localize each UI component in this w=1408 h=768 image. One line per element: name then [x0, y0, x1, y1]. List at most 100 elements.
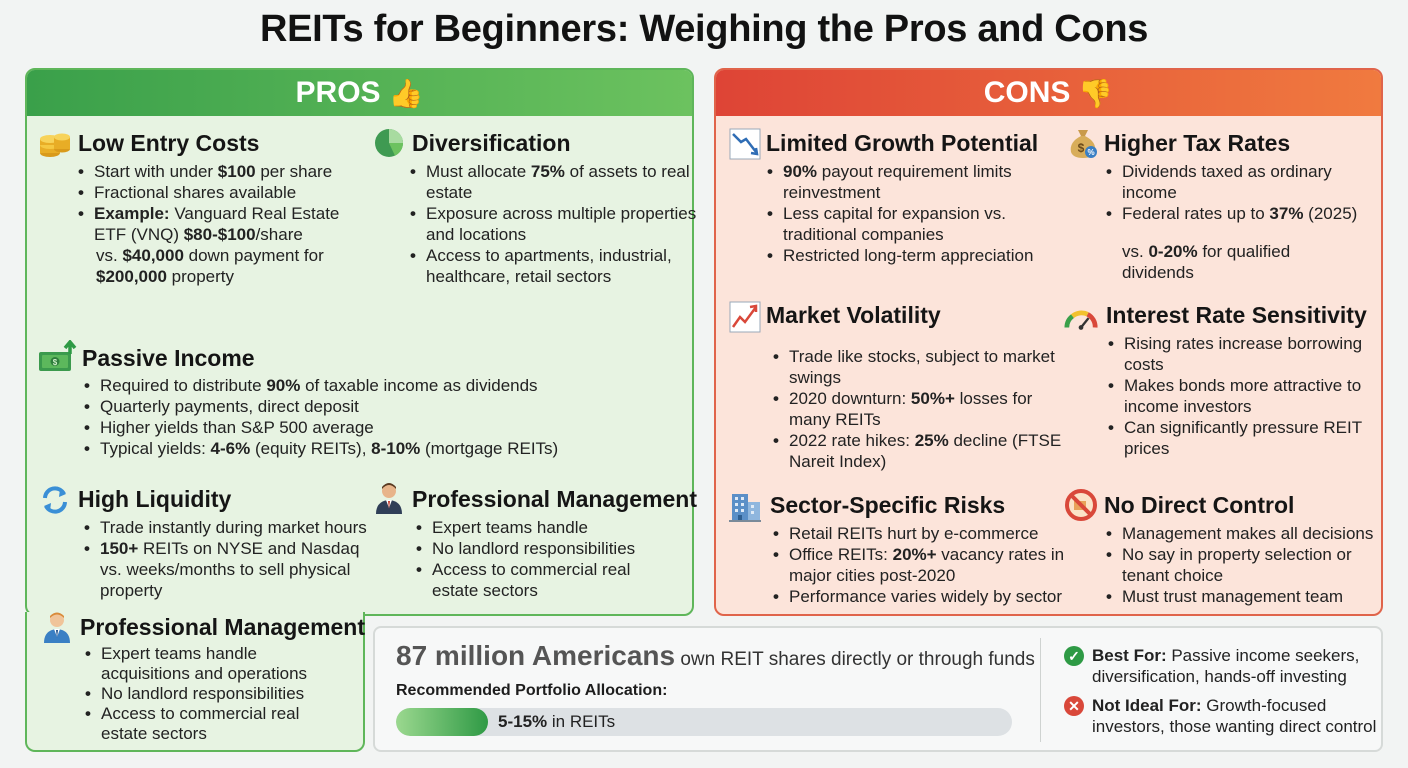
list-item-cont: swings: [789, 368, 841, 387]
list-item-cont: prices: [1124, 439, 1170, 458]
summary-divider: [1040, 638, 1041, 742]
list-item: Retail REITs hurt by e-commerce: [771, 523, 1071, 544]
money-bag-icon: $%: [1066, 126, 1100, 160]
list-item-cont: ETF (VNQ) $80-$100/share: [94, 225, 303, 244]
list-item: Exposure across multiple properties: [408, 203, 698, 224]
svg-text:%: %: [1087, 148, 1094, 157]
control-title: No Direct Control: [1104, 492, 1295, 518]
list-item-cont: many REITs: [789, 410, 881, 429]
list-item-cont: vs. $40,000 down payment for: [96, 246, 324, 265]
list-item: No landlord responsibilities: [83, 684, 353, 704]
list-item: 2022 rate hikes: 25% decline (FTSE: [771, 430, 1071, 451]
thumbs-down-icon: 👎: [1078, 77, 1114, 109]
pros-header: PROS 👍: [27, 70, 692, 116]
not-ideal-text: Not Ideal For: Growth-focused investors,…: [1092, 696, 1377, 736]
list-item: No say in property selection or: [1104, 544, 1379, 565]
list-item: Fractional shares available: [76, 182, 366, 203]
check-circle-icon: ✓: [1064, 646, 1084, 666]
interest-list: Rising rates increase borrowing costs Ma…: [1106, 333, 1376, 459]
list-item: 2020 downturn: 50%+ losses for: [771, 388, 1071, 409]
list-item: Expert teams handle: [414, 517, 684, 538]
businessman-icon: [372, 481, 406, 515]
pros-panel-extension: [25, 612, 365, 752]
tax-title: Higher Tax Rates: [1104, 130, 1291, 156]
list-item-cont: income: [1122, 183, 1177, 202]
list-item-cont: costs: [1124, 355, 1164, 374]
list-item-cont: Nareit Index): [789, 452, 887, 471]
list-item: Rising rates increase borrowing: [1106, 333, 1376, 354]
list-item-cont: and locations: [426, 225, 527, 244]
list-item-cont: tenant choice: [1122, 566, 1224, 585]
sector-list: Retail REITs hurt by e-commerce Office R…: [771, 523, 1071, 607]
list-item: Quarterly payments, direct deposit: [82, 396, 642, 417]
tax-list: Dividends taxed as ordinary income Feder…: [1104, 161, 1374, 283]
list-item: Must trust management team: [1104, 586, 1379, 607]
ownership-stat-text: own REIT shares directly or through fund…: [675, 649, 1035, 670]
professional-management-title-a: Professional Management: [412, 486, 698, 512]
sector-title: Sector-Specific Risks: [770, 492, 1006, 518]
allocation-bar-fill: [396, 708, 489, 736]
growth-title: Limited Growth Potential: [766, 130, 1039, 156]
prohibited-icon: [1064, 488, 1098, 522]
line-chart-icon: [728, 300, 762, 334]
diversification-list: Must allocate 75% of assets to real esta…: [408, 161, 698, 287]
gauge-icon: [1064, 302, 1098, 336]
list-item-cont: dividends: [1122, 263, 1194, 282]
list-item-cont: reinvestment: [783, 183, 881, 202]
list-item-cont: property: [100, 581, 163, 600]
list-item: Access to commercial real: [83, 704, 353, 724]
cons-header: CONS 👎: [716, 70, 1381, 116]
svg-text:$: $: [1078, 141, 1085, 155]
svg-text:$: $: [53, 358, 58, 367]
list-item: Start with under $100 per share: [76, 161, 366, 182]
coin-stack-icon: [38, 127, 72, 161]
list-item: Dividends taxed as ordinary: [1104, 161, 1374, 182]
passive-income-title: Passive Income: [82, 345, 255, 371]
list-item-cont: estate sectors: [432, 581, 538, 600]
volatility-title: Market Volatility: [766, 302, 941, 328]
list-item: Must allocate 75% of assets to real: [408, 161, 698, 182]
list-item: Federal rates up to 37% (2025): [1104, 203, 1374, 224]
money-up-icon: $: [38, 340, 78, 374]
list-item-cont: $200,000 property: [96, 267, 234, 286]
list-item-cont: acquisitions and operations: [101, 664, 308, 683]
liquidity-title: High Liquidity: [78, 486, 232, 512]
list-item-cont: major cities post-2020: [789, 566, 956, 585]
list-item: Access to apartments, industrial,: [408, 245, 698, 266]
list-item-cont: income investors: [1124, 397, 1252, 416]
declining-chart-icon: [728, 127, 762, 161]
list-item: Restricted long-term appreciation: [765, 245, 1065, 266]
liquidity-list: Trade instantly during market hours 150+…: [82, 517, 372, 601]
list-item: No landlord responsibilities: [414, 538, 684, 559]
cons-header-label: CONS: [983, 76, 1071, 109]
list-item-cont: vs. 0-20% for qualified: [1122, 242, 1291, 261]
diversification-title: Diversification: [412, 130, 571, 156]
list-item: Required to distribute 90% of taxable in…: [82, 375, 642, 396]
list-item: Management makes all decisions: [1104, 523, 1379, 544]
list-item-cont: healthcare, retail sectors: [426, 267, 612, 286]
pie-chart-icon: [372, 126, 406, 160]
low-entry-list: Start with under $100 per share Fraction…: [76, 161, 366, 287]
refresh-icon: [38, 483, 72, 517]
list-item: Example: Vanguard Real Estate: [76, 203, 366, 224]
pros-header-label: PROS: [295, 76, 381, 109]
list-item: Performance varies widely by sector: [771, 586, 1071, 607]
list-item: Typical yields: 4-6% (equity REITs), 8-1…: [82, 438, 642, 459]
list-item-cont: estate sectors: [101, 724, 207, 743]
list-item: Access to commercial real: [414, 559, 684, 580]
ownership-stat-number: 87 million Americans: [396, 640, 676, 671]
professional-management-list-b: Expert teams handle acquisitions and ope…: [83, 644, 353, 744]
ownership-stat: 87 million Americans own REIT shares dir…: [396, 640, 1035, 672]
allocation-value: 5-15% in REITs: [498, 712, 616, 731]
list-item: Expert teams handle: [83, 644, 353, 664]
page-title: REITs for Beginners: Weighing the Pros a…: [259, 8, 1149, 50]
low-entry-title: Low Entry Costs: [78, 130, 260, 156]
list-item: 90% payout requirement limits: [765, 161, 1065, 182]
list-item-cont: vs. weeks/months to sell physical: [100, 560, 351, 579]
volatility-list: Trade like stocks, subject to market swi…: [771, 346, 1071, 472]
best-for-text: Best For: Passive income seekers, divers…: [1092, 646, 1360, 686]
list-item: Makes bonds more attractive to: [1106, 375, 1376, 396]
list-item: Can significantly pressure REIT: [1106, 417, 1376, 438]
allocation-label: Recommended Portfolio Allocation:: [396, 682, 668, 699]
manager-icon: [40, 610, 74, 644]
